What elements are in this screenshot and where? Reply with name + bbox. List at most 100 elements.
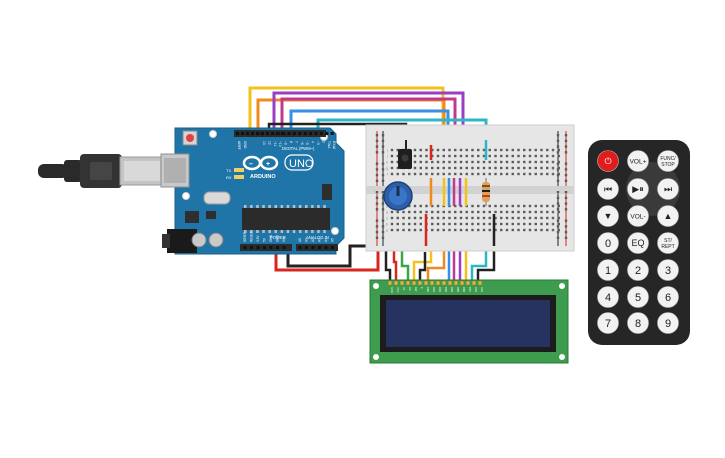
rail-hole[interactable] — [564, 134, 568, 137]
breadboard-hole[interactable] — [511, 148, 514, 152]
rail-hole[interactable] — [564, 168, 568, 171]
breadboard-hole[interactable] — [477, 172, 480, 176]
breadboard-hole[interactable] — [419, 204, 422, 208]
breadboard-hole[interactable] — [505, 228, 509, 232]
breadboard-hole[interactable] — [465, 210, 468, 214]
breadboard-hole[interactable] — [534, 204, 537, 208]
breadboard-hole[interactable] — [482, 166, 486, 170]
breadboard-hole[interactable] — [500, 216, 503, 220]
breadboard-hole[interactable] — [551, 172, 555, 176]
rail-hole[interactable] — [564, 145, 568, 148]
breadboard-hole[interactable] — [413, 148, 417, 152]
breadboard-hole[interactable] — [477, 154, 480, 158]
breadboard-hole[interactable] — [500, 160, 503, 164]
rail-hole[interactable] — [381, 225, 385, 228]
breadboard-hole[interactable] — [425, 172, 428, 176]
breadboard-hole[interactable] — [390, 172, 394, 176]
analog-pin[interactable] — [298, 246, 302, 249]
breadboard-hole[interactable] — [546, 148, 549, 152]
lcd-pin[interactable] — [412, 280, 417, 286]
rail-hole[interactable] — [556, 134, 560, 137]
breadboard-hole[interactable] — [505, 204, 509, 208]
breadboard-hole[interactable] — [511, 160, 514, 164]
breadboard-hole[interactable] — [511, 204, 514, 208]
breadboard-hole[interactable] — [505, 222, 509, 226]
breadboard-hole[interactable] — [413, 166, 417, 170]
breadboard-hole[interactable] — [454, 160, 457, 164]
breadboard-hole[interactable] — [540, 154, 543, 158]
breadboard-hole[interactable] — [551, 216, 555, 220]
rail-hole[interactable] — [375, 208, 379, 211]
breadboard-hole[interactable] — [431, 216, 434, 220]
digit-1-button[interactable]: 1 — [597, 259, 619, 281]
breadboard-hole[interactable] — [546, 216, 549, 220]
breadboard-hole[interactable] — [500, 228, 503, 232]
wire-black-gnd[interactable] — [286, 244, 375, 268]
breadboard-hole[interactable] — [534, 222, 537, 226]
breadboard-hole[interactable] — [396, 210, 399, 214]
analog-pin[interactable] — [311, 246, 315, 249]
breadboard-hole[interactable] — [517, 216, 520, 220]
breadboard-hole[interactable] — [425, 204, 428, 208]
breadboard-hole[interactable] — [488, 222, 491, 226]
breadboard-hole[interactable] — [442, 216, 445, 220]
rail-hole[interactable] — [564, 151, 568, 154]
breadboard-hole[interactable] — [459, 154, 463, 158]
breadboard-hole[interactable] — [402, 222, 405, 226]
breadboard-hole[interactable] — [442, 148, 445, 152]
breadboard-hole[interactable] — [557, 210, 560, 214]
breadboard-hole[interactable] — [454, 210, 457, 214]
digital-pin[interactable] — [260, 132, 264, 135]
breadboard-hole[interactable] — [546, 154, 549, 158]
breadboard-hole[interactable] — [551, 204, 555, 208]
breadboard-hole[interactable] — [465, 172, 468, 176]
breadboard-hole[interactable] — [459, 210, 463, 214]
breadboard-hole[interactable] — [413, 154, 417, 158]
breadboard-hole[interactable] — [477, 160, 480, 164]
breadboard-hole[interactable] — [551, 160, 555, 164]
rail-hole[interactable] — [375, 162, 379, 165]
next-button[interactable]: ⏭ — [657, 178, 679, 200]
breadboard-hole[interactable] — [500, 210, 503, 214]
breadboard-hole[interactable] — [528, 222, 532, 226]
breadboard-hole[interactable] — [523, 216, 526, 220]
usb-cable[interactable] — [38, 154, 165, 188]
breadboard-hole[interactable] — [454, 172, 457, 176]
analog-pin[interactable] — [318, 246, 321, 249]
breadboard-hole[interactable] — [546, 172, 549, 176]
digital-pin[interactable] — [309, 132, 313, 135]
breadboard-hole[interactable] — [500, 172, 503, 176]
breadboard-hole[interactable] — [471, 204, 474, 208]
breadboard-hole[interactable] — [419, 228, 422, 232]
lcd-pin[interactable] — [388, 280, 393, 286]
header-pin[interactable] — [256, 132, 259, 135]
breadboard-hole[interactable] — [465, 222, 468, 226]
lcd-pin[interactable] — [394, 280, 399, 286]
breadboard-hole[interactable] — [396, 148, 399, 152]
breadboard-hole[interactable] — [419, 166, 422, 170]
wire-lcd-vcc[interactable] — [392, 248, 398, 283]
breadboard-hole[interactable] — [431, 228, 434, 232]
breadboard-hole[interactable] — [436, 222, 440, 226]
breadboard-hole[interactable] — [517, 228, 520, 232]
breadboard-hole[interactable] — [482, 222, 486, 226]
breadboard-hole[interactable] — [436, 228, 440, 232]
lcd-pin[interactable] — [472, 280, 477, 286]
rail-hole[interactable] — [556, 230, 560, 234]
breadboard-hole[interactable] — [419, 148, 422, 152]
breadboard-hole[interactable] — [442, 222, 445, 226]
rail-hole[interactable] — [564, 219, 568, 222]
digital-pin[interactable] — [287, 132, 291, 135]
digit-8-button[interactable]: 8 — [627, 312, 649, 334]
breadboard-hole[interactable] — [408, 216, 411, 220]
breadboard-hole[interactable] — [500, 222, 503, 226]
breadboard-hole[interactable] — [528, 216, 532, 220]
lcd-pin[interactable] — [418, 280, 423, 286]
breadboard-hole[interactable] — [488, 204, 491, 208]
breadboard-hole[interactable] — [482, 148, 486, 152]
breadboard-hole[interactable] — [528, 154, 532, 158]
breadboard-hole[interactable] — [402, 210, 405, 214]
breadboard-hole[interactable] — [477, 148, 480, 152]
breadboard-hole[interactable] — [546, 228, 549, 232]
breadboard-hole[interactable] — [540, 148, 543, 152]
